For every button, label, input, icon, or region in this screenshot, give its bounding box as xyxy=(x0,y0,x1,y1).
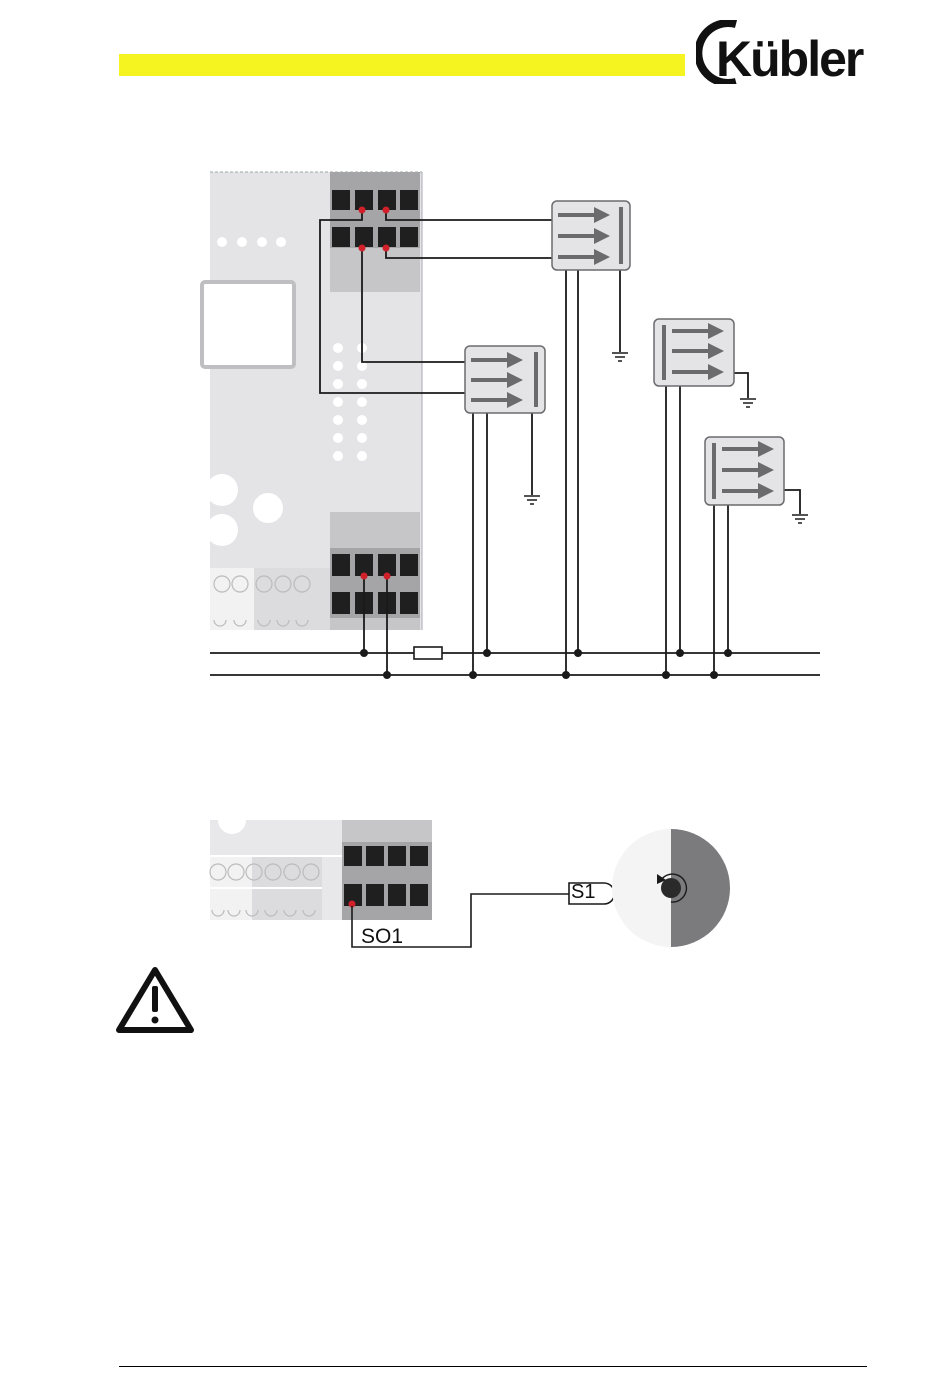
s1-sensor-label: S1 xyxy=(571,881,595,904)
fuse xyxy=(414,647,442,659)
wiring-diagram xyxy=(0,0,950,720)
terminal-block-top xyxy=(330,172,420,292)
warning-triangle-icon xyxy=(119,970,191,1030)
terminal-block-bottom xyxy=(330,512,420,630)
sensor-device-c xyxy=(654,319,734,386)
terminal-block-so xyxy=(342,820,432,920)
display-window xyxy=(202,282,294,367)
sensor-device-a xyxy=(552,201,630,270)
controller-module-partial xyxy=(210,806,342,920)
sensor-device-d xyxy=(705,437,784,505)
rotary-encoder-icon xyxy=(612,829,730,947)
sensor-device-b xyxy=(465,346,545,413)
so1-terminal-label: SO1 xyxy=(361,925,403,949)
footer-rule xyxy=(119,1366,867,1367)
